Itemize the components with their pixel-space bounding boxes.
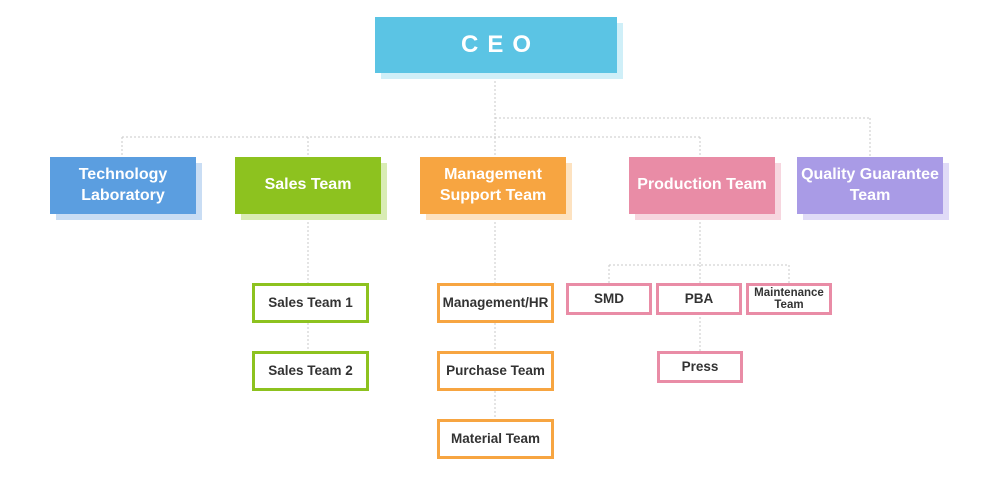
subteam-label: Management/HR [442,295,549,311]
department-sales-team: Sales Team [235,157,381,214]
ceo-box: CEO [375,17,617,73]
subteam-label: PBA [684,291,714,307]
subteam-sales-team-1: Sales Team 1 [252,283,369,323]
department-label: Technology Laboratory [78,165,168,204]
department-label: Sales Team [264,176,352,194]
subteam-label: Press [681,359,719,375]
department-label: Quality Guarantee Team [801,165,939,204]
subteam-label: Purchase Team [446,363,545,379]
subteam-label: Sales Team 2 [268,363,353,379]
department-technology-laboratory: Technology Laboratory [50,157,196,214]
subteam-label: Material Team [450,431,541,447]
subteam-label: SMD [594,291,624,307]
department-label: Production Team [637,176,767,194]
subteam-press: Press [657,351,743,383]
subteam-sales-team-2: Sales Team 2 [252,351,369,391]
ceo-label: CEO [460,31,540,59]
subteam-maintenance-team: Maintenance Team [746,283,832,315]
subteam-management-hr: Management/HR [437,283,554,323]
department-label: Management Support Team [439,165,547,204]
subteam-label: Sales Team 1 [268,295,353,311]
subteam-label: Maintenance Team [754,286,824,311]
subteam-material-team: Material Team [437,419,554,459]
department-production-team: Production Team [629,157,775,214]
subteam-smd: SMD [566,283,652,315]
department-quality-guarantee-team: Quality Guarantee Team [797,157,943,214]
subteam-purchase-team: Purchase Team [437,351,554,391]
department-management-support-team: Management Support Team [420,157,566,214]
subteam-pba: PBA [656,283,742,315]
